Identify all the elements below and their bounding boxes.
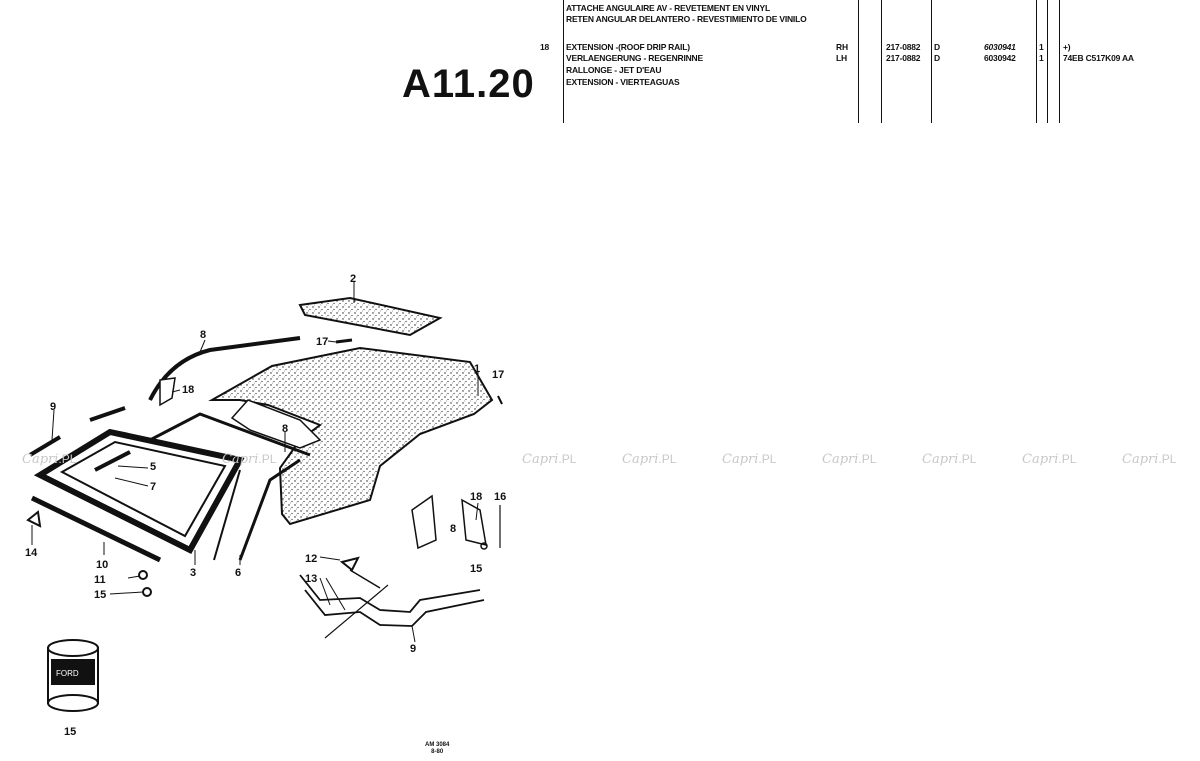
corner-piece-18c (461, 498, 487, 547)
callout-16: 16 (494, 491, 506, 503)
watermark: Capri.PL (1022, 452, 1077, 467)
drip-rail-moulding (148, 336, 301, 401)
windscreen-frame (33, 428, 245, 554)
desc-es: EXTENSION - VIERTEAGUAS (566, 77, 680, 87)
header-desc-1: ATTACHE ANGULAIRE AV - REVETEMENT EN VIN… (566, 3, 770, 13)
code-rh: D (934, 42, 940, 52)
ref-lh: 217-0882 (886, 53, 921, 63)
adhesive-can: FORD (47, 639, 99, 712)
fastener-11 (138, 570, 148, 580)
clip-13 (26, 510, 42, 528)
callout-5: 5 (150, 461, 156, 473)
windscreen-inner (59, 440, 227, 538)
side-strip-6 (238, 458, 301, 561)
callout-7: 7 (150, 481, 156, 493)
item-number: 18 (540, 42, 550, 52)
callout-2: 2 (350, 273, 356, 285)
callout-3: 3 (190, 567, 196, 579)
callout-9a: 9 (50, 401, 56, 413)
callout-11: 11 (94, 574, 106, 586)
desc-en: EXTENSION -(ROOF DRIP RAIL) (566, 42, 690, 52)
moulding-strip-10 (30, 495, 162, 563)
partno-rh: 6030941 (984, 42, 1016, 52)
svg-text:FORD: FORD (56, 669, 79, 678)
callout-8a: 8 (200, 329, 206, 341)
qty-lh: 1 (1039, 53, 1044, 63)
desc-fr: RALLONGE - JET D'EAU (566, 65, 662, 75)
watermark: Capri.PL (1122, 452, 1177, 467)
clip-17 (335, 338, 353, 344)
top-strip (149, 412, 311, 457)
fastener-15 (142, 587, 152, 597)
callout-14: 13 (305, 573, 317, 585)
side-lh: LH (836, 53, 847, 63)
table-rule (1036, 0, 1037, 123)
callout-15c: 15 (64, 726, 76, 738)
watermark: Capri.PL (722, 452, 777, 467)
rear-rail-9b (304, 589, 485, 627)
table-rule (858, 0, 859, 123)
stud-14 (349, 569, 381, 589)
callout-17b: 17 (492, 369, 504, 381)
partno-lh: 6030942 (984, 53, 1016, 63)
inner-strip-5 (94, 450, 131, 472)
drawing-reference: AM 3084 8-80 (425, 742, 449, 756)
side-rh: RH (836, 42, 848, 52)
watermark: Capri.PL (622, 452, 677, 467)
roof-vinyl-panel (208, 346, 494, 526)
page-code: A11.20 (402, 62, 535, 106)
callout-15b: 15 (470, 563, 482, 575)
table-rule (931, 0, 932, 123)
watermark: Capri.PL (22, 452, 77, 467)
note-lh: 74EB C517K09 AA (1063, 53, 1134, 63)
drawing-ref-line1: AM 3084 (425, 742, 450, 748)
rear-window-opening (230, 399, 322, 449)
corner-piece-18 (159, 377, 176, 407)
watermark: Capri.PL (822, 452, 877, 467)
table-rule (881, 0, 882, 123)
callout-18b: 18 (470, 491, 482, 503)
callout-9b: 9 (410, 643, 416, 655)
desc-de: VERLAENGERUNG - REGENRINNE (566, 53, 703, 63)
callout-8b: 8 (282, 423, 288, 435)
callout-13: 14 (25, 547, 38, 559)
clip-17b (497, 395, 503, 405)
sunroof-panel (298, 296, 443, 337)
moulding-strip-9 (28, 406, 126, 457)
table-rule (1047, 0, 1048, 123)
header-desc-2: RETEN ANGULAR DELANTERO - REVESTIMIENTO … (566, 14, 807, 24)
corner-piece-18b (411, 494, 437, 550)
callout-15a: 15 (94, 589, 106, 601)
callout-10: 10 (96, 559, 108, 571)
parts-table: ATTACHE ANGULAIRE AV - REVETEMENT EN VIN… (0, 0, 1200, 125)
table-rule (563, 0, 564, 123)
clip-12 (339, 556, 360, 572)
table-rule (1059, 0, 1060, 123)
note-rh: +) (1063, 42, 1071, 52)
rear-rail-9 (299, 574, 481, 613)
code-lh: D (934, 53, 940, 63)
ref-rh: 217-0882 (886, 42, 921, 52)
side-strip-4 (213, 469, 241, 561)
callout-6: 6 (235, 567, 241, 579)
qty-rh: 1 (1039, 42, 1044, 52)
callout-1: 1 (474, 363, 480, 375)
drawing-ref-line2: 8-80 (431, 749, 444, 755)
callout-17a: 17 (316, 336, 328, 348)
watermark: Capri.PL (522, 452, 577, 467)
fastener-15b (480, 542, 488, 550)
callout-8c: 8 (450, 523, 456, 535)
watermark: Capri.PL (222, 452, 277, 467)
callout-12: 12 (305, 553, 317, 565)
callout-18a: 18 (182, 384, 194, 396)
watermark: Capri.PL (922, 452, 977, 467)
crossing-line (324, 584, 389, 639)
